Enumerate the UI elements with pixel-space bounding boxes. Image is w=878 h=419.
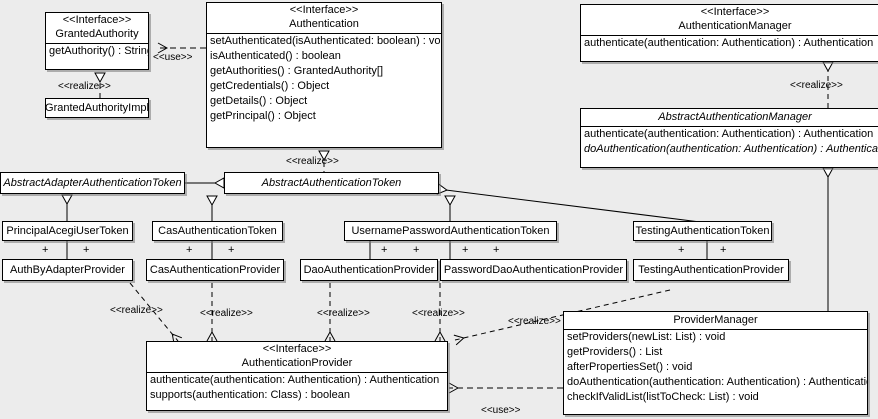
class-cas-authentication-token[interactable]: CasAuthenticationToken [152, 221, 283, 241]
multiplicity-plus: + [720, 244, 727, 256]
class-password-dao-authentication-provider[interactable]: PasswordDaoAuthenticationProvider [440, 259, 627, 281]
authentication-name: Authentication [289, 18, 359, 30]
operation: authenticate(authentication: Authenticat… [584, 37, 874, 49]
authentication-header: <<Interface>> Authentication [207, 3, 441, 33]
operation: getAuthorities() : GrantedAuthority[] [210, 65, 384, 77]
operation: supports(authentication: Class) : boolea… [150, 389, 350, 401]
class-granted-authority[interactable]: <<Interface>> GrantedAuthority getAuthor… [45, 12, 149, 70]
multiplicity-plus: + [493, 244, 500, 256]
granted-authority-stereotype: <<Interface>> [62, 14, 132, 26]
multiplicity-plus: + [381, 244, 388, 256]
authentication-provider-header: <<Interface>> AuthenticationProvider [147, 342, 447, 372]
label-realize-abstract-authentication-manager: <<realize>> [790, 80, 843, 91]
principal-acegi-user-token-name: PrincipalAcegiUserToken [6, 225, 129, 237]
multiplicity-plus: + [413, 244, 420, 256]
auth-by-adapter-provider-name: AuthByAdapterProvider [10, 264, 125, 276]
authentication-manager-stereotype: <<Interface>> [700, 6, 770, 18]
username-password-authentication-token-name: UsernamePasswordAuthenticationToken [351, 225, 550, 237]
class-abstract-authentication-token[interactable]: AbstractAuthenticationToken [224, 172, 439, 194]
abstract-authentication-manager-name: AbstractAuthenticationManager [658, 111, 812, 123]
class-authentication[interactable]: <<Interface>> Authentication setAuthenti… [206, 2, 442, 148]
multiplicity-plus: + [186, 244, 193, 256]
class-principal-acegi-user-token[interactable]: PrincipalAcegiUserToken [2, 221, 133, 241]
label-realize-dao-authentication-provider: <<realize>> [317, 308, 370, 319]
operation: getCredentials() : Object [210, 80, 330, 92]
operation: authenticate(authentication: Authenticat… [584, 128, 874, 140]
label-realize-auth-by-adapter-provider: <<realize>> [110, 305, 163, 316]
operation: doAuthentication(authentication: Authent… [567, 376, 868, 388]
class-testing-authentication-provider[interactable]: TestingAuthenticationProvider [633, 259, 789, 281]
class-testing-authentication-token[interactable]: TestingAuthenticationToken [633, 221, 772, 241]
granted-authority-impl-name: GrantedAuthorityImpl [45, 102, 149, 114]
class-dao-authentication-provider[interactable]: DaoAuthenticationProvider [300, 259, 438, 281]
operation: getPrincipal() : Object [210, 110, 316, 122]
label-realize-granted-authority-impl: <<realize>> [58, 81, 111, 92]
label-use-provider-manager-authentication-provider: <<use>> [481, 405, 521, 416]
multiplicity-plus: + [228, 244, 235, 256]
operation: authenticate(authentication: Authenticat… [150, 374, 440, 386]
provider-manager-operations: setProviders(newList: List) : void getPr… [564, 329, 867, 405]
cas-authentication-provider-name: CasAuthenticationProvider [149, 264, 281, 276]
multiplicity-plus: + [42, 244, 49, 256]
class-abstract-authentication-manager[interactable]: AbstractAuthenticationManager authentica… [580, 108, 878, 168]
provider-manager-header: ProviderManager [564, 312, 867, 329]
operation: getAuthority() : String [49, 45, 149, 57]
authentication-manager-operations: authenticate(authentication: Authenticat… [581, 35, 878, 51]
label-realize-abstract-authentication-token: <<realize>> [286, 156, 339, 167]
dao-authentication-provider-name: DaoAuthenticationProvider [303, 264, 435, 276]
label-realize-cas-authentication-provider: <<realize>> [200, 308, 253, 319]
operation: setAuthenticated(isAuthenticated: boolea… [210, 35, 442, 47]
abstract-authentication-manager-operations: authenticate(authentication: Authenticat… [581, 126, 878, 157]
class-username-password-authentication-token[interactable]: UsernamePasswordAuthenticationToken [344, 221, 557, 241]
class-abstract-adapter-authentication-token[interactable]: AbstractAdapterAuthenticationToken [0, 172, 185, 194]
multiplicity-plus: + [678, 244, 685, 256]
operation: getProviders() : List [567, 346, 663, 358]
label-use-authentication-granted-authority: <<use>> [153, 52, 193, 63]
authentication-provider-name: AuthenticationProvider [241, 357, 353, 369]
class-cas-authentication-provider[interactable]: CasAuthenticationProvider [146, 259, 284, 281]
authentication-provider-operations: authenticate(authentication: Authenticat… [147, 372, 447, 403]
abstract-adapter-authentication-token-name: AbstractAdapterAuthenticationToken [3, 177, 182, 189]
cas-authentication-token-name: CasAuthenticationToken [158, 225, 277, 237]
operation: checkIfValidList(listToCheck: List) : vo… [567, 391, 759, 403]
abstract-authentication-token-name: AbstractAuthenticationToken [261, 177, 402, 189]
granted-authority-header: <<Interface>> GrantedAuthority [46, 13, 148, 43]
operation: getDetails() : Object [210, 95, 308, 107]
testing-authentication-token-name: TestingAuthenticationToken [635, 225, 770, 237]
multiplicity-plus: + [83, 244, 90, 256]
authentication-stereotype: <<Interface>> [289, 4, 359, 16]
operation: setProviders(newList: List) : void [567, 331, 726, 343]
authentication-manager-header: <<Interface>> AuthenticationManager [581, 5, 878, 35]
class-auth-by-adapter-provider[interactable]: AuthByAdapterProvider [2, 259, 133, 281]
provider-manager-name: ProviderManager [673, 314, 758, 326]
abstract-authentication-manager-header: AbstractAuthenticationManager [581, 109, 878, 126]
password-dao-authentication-provider-name: PasswordDaoAuthenticationProvider [443, 264, 624, 276]
class-provider-manager[interactable]: ProviderManager setProviders(newList: Li… [563, 311, 868, 415]
testing-authentication-provider-name: TestingAuthenticationProvider [638, 264, 784, 276]
granted-authority-operations: getAuthority() : String [46, 43, 148, 59]
class-authentication-manager[interactable]: <<Interface>> AuthenticationManager auth… [580, 4, 878, 62]
operation: doAuthentication(authentication: Authent… [584, 143, 878, 155]
granted-authority-name: GrantedAuthority [55, 28, 139, 40]
class-authentication-provider[interactable]: <<Interface>> AuthenticationProvider aut… [146, 341, 448, 411]
label-realize-password-dao-authentication-provider: <<realize>> [412, 308, 465, 319]
authentication-provider-stereotype: <<Interface>> [262, 343, 332, 355]
class-granted-authority-impl[interactable]: GrantedAuthorityImpl [45, 98, 149, 118]
operation: afterPropertiesSet() : void [567, 361, 693, 373]
label-realize-testing-authentication-provider: <<realize>> [508, 316, 561, 327]
authentication-operations: setAuthenticated(isAuthenticated: boolea… [207, 33, 441, 124]
authentication-manager-name: AuthenticationManager [678, 20, 792, 32]
multiplicity-plus: + [462, 244, 469, 256]
operation: isAuthenticated() : boolean [210, 50, 341, 62]
